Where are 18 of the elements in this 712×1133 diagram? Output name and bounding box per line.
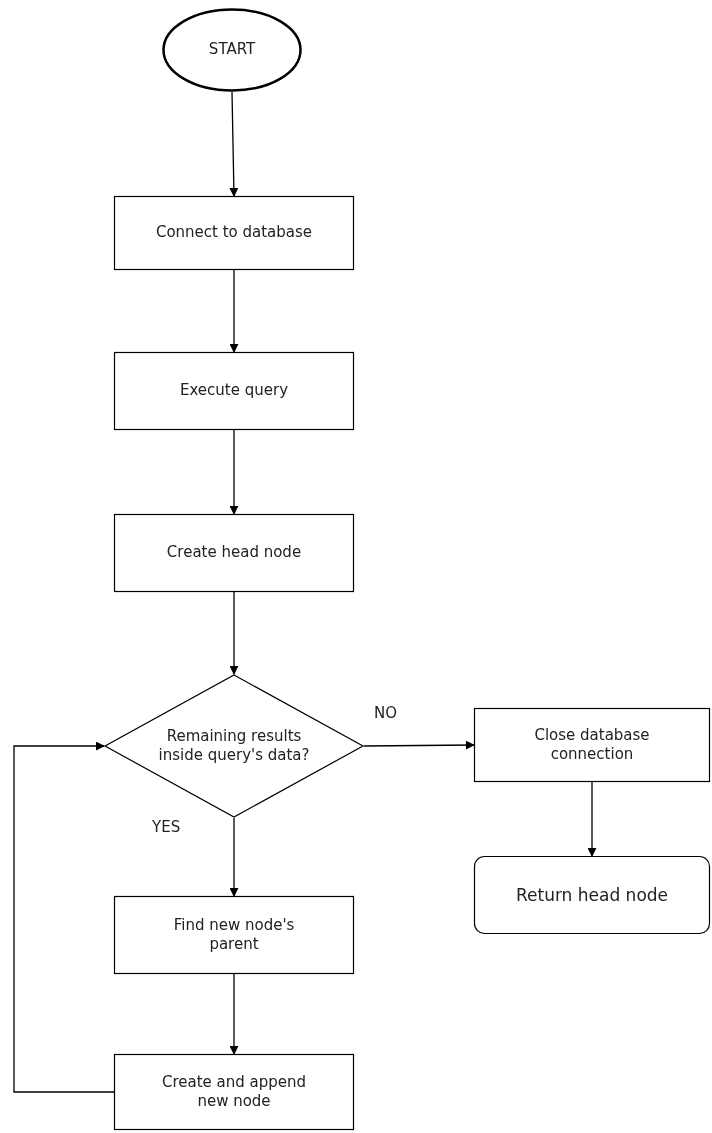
node-label: Find new node's parent <box>172 915 296 955</box>
node-label: Create head node <box>166 543 302 563</box>
arrow <box>229 973 239 1055</box>
arrow <box>587 781 597 857</box>
node-label: Create and append new node <box>160 1072 308 1112</box>
node-label: Connect to database <box>155 223 313 243</box>
arrow <box>229 591 239 675</box>
arrow <box>363 740 475 750</box>
node-label: Return head node <box>515 883 669 907</box>
node-label: Execute query <box>179 381 289 401</box>
arrow <box>229 817 239 897</box>
node-label: Close database connection <box>533 725 651 765</box>
arrow <box>229 269 239 353</box>
arrow <box>13 741 115 1093</box>
arrow <box>229 429 239 515</box>
node-label: START <box>208 40 256 60</box>
arrow <box>229 91 239 197</box>
node-label: Remaining results inside query's data? <box>157 726 311 766</box>
